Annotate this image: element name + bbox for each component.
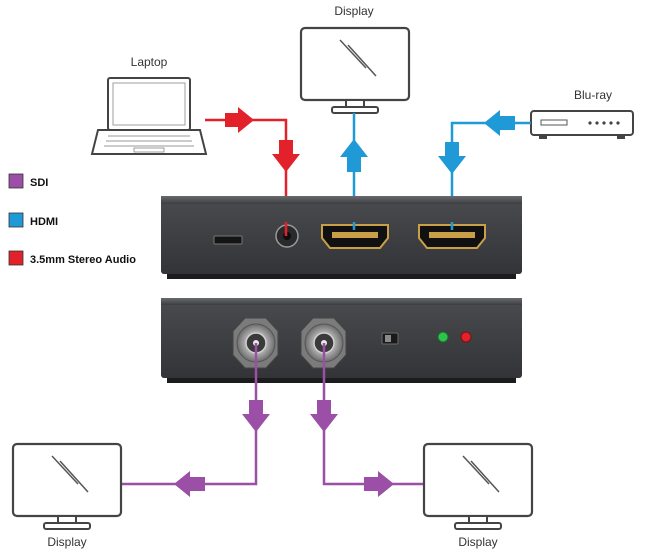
laptop-icon (90, 77, 208, 155)
sdi-arrow-right-icon (364, 471, 394, 497)
converter-rear-panel (161, 196, 522, 279)
hdmi-port-input (418, 224, 486, 249)
sdi-cable-right (310, 343, 424, 497)
mode-switch (381, 332, 399, 345)
legend-label-hdmi: HDMI (30, 216, 58, 228)
legend-item-hdmi: HDMI (8, 212, 58, 228)
sdi-arrow-left-icon (174, 471, 205, 497)
legend: SDI HDMI 3.5mm Stereo Audio (8, 173, 136, 266)
monitor-icon-bottom-right (422, 442, 534, 530)
sdi-arrow-down-left-icon (242, 400, 270, 432)
power-led-green (437, 331, 449, 343)
hdmi-input-cable (438, 110, 531, 222)
legend-label-sdi: SDI (30, 177, 48, 189)
audio-cable (205, 107, 300, 222)
legend-label-audio: 3.5mm Stereo Audio (30, 254, 136, 266)
hdmi-port-output (321, 224, 389, 249)
bluray-player-icon (530, 110, 634, 139)
usb-port (213, 235, 243, 245)
display-bottom-left-label: Display (47, 535, 86, 549)
legend-swatch-audio (8, 250, 24, 266)
sdi-cable-left (122, 343, 270, 497)
audio-arrow-down-icon (272, 140, 300, 172)
audio-arrow-right-icon (225, 107, 254, 133)
status-led-red (460, 331, 472, 343)
display-top-label: Display (334, 4, 373, 18)
legend-item-sdi: SDI (8, 173, 48, 189)
legend-swatch-sdi (8, 173, 24, 189)
converter-front-panel (161, 298, 522, 383)
display-bottom-right-label: Display (458, 535, 497, 549)
bluray-label: Blu-ray (574, 88, 612, 102)
legend-item-audio: 3.5mm Stereo Audio (8, 250, 136, 266)
sdi-arrow-down-right-icon (310, 400, 338, 432)
hdmi-arrow-down-icon (438, 142, 466, 174)
laptop-label: Laptop (131, 55, 168, 69)
legend-swatch-hdmi (8, 212, 24, 228)
monitor-icon-bottom-left (11, 442, 123, 530)
hdmi-arrow-left-icon (484, 110, 515, 136)
hdmi-arrow-up-icon (340, 139, 368, 172)
monitor-icon-top (299, 26, 411, 114)
